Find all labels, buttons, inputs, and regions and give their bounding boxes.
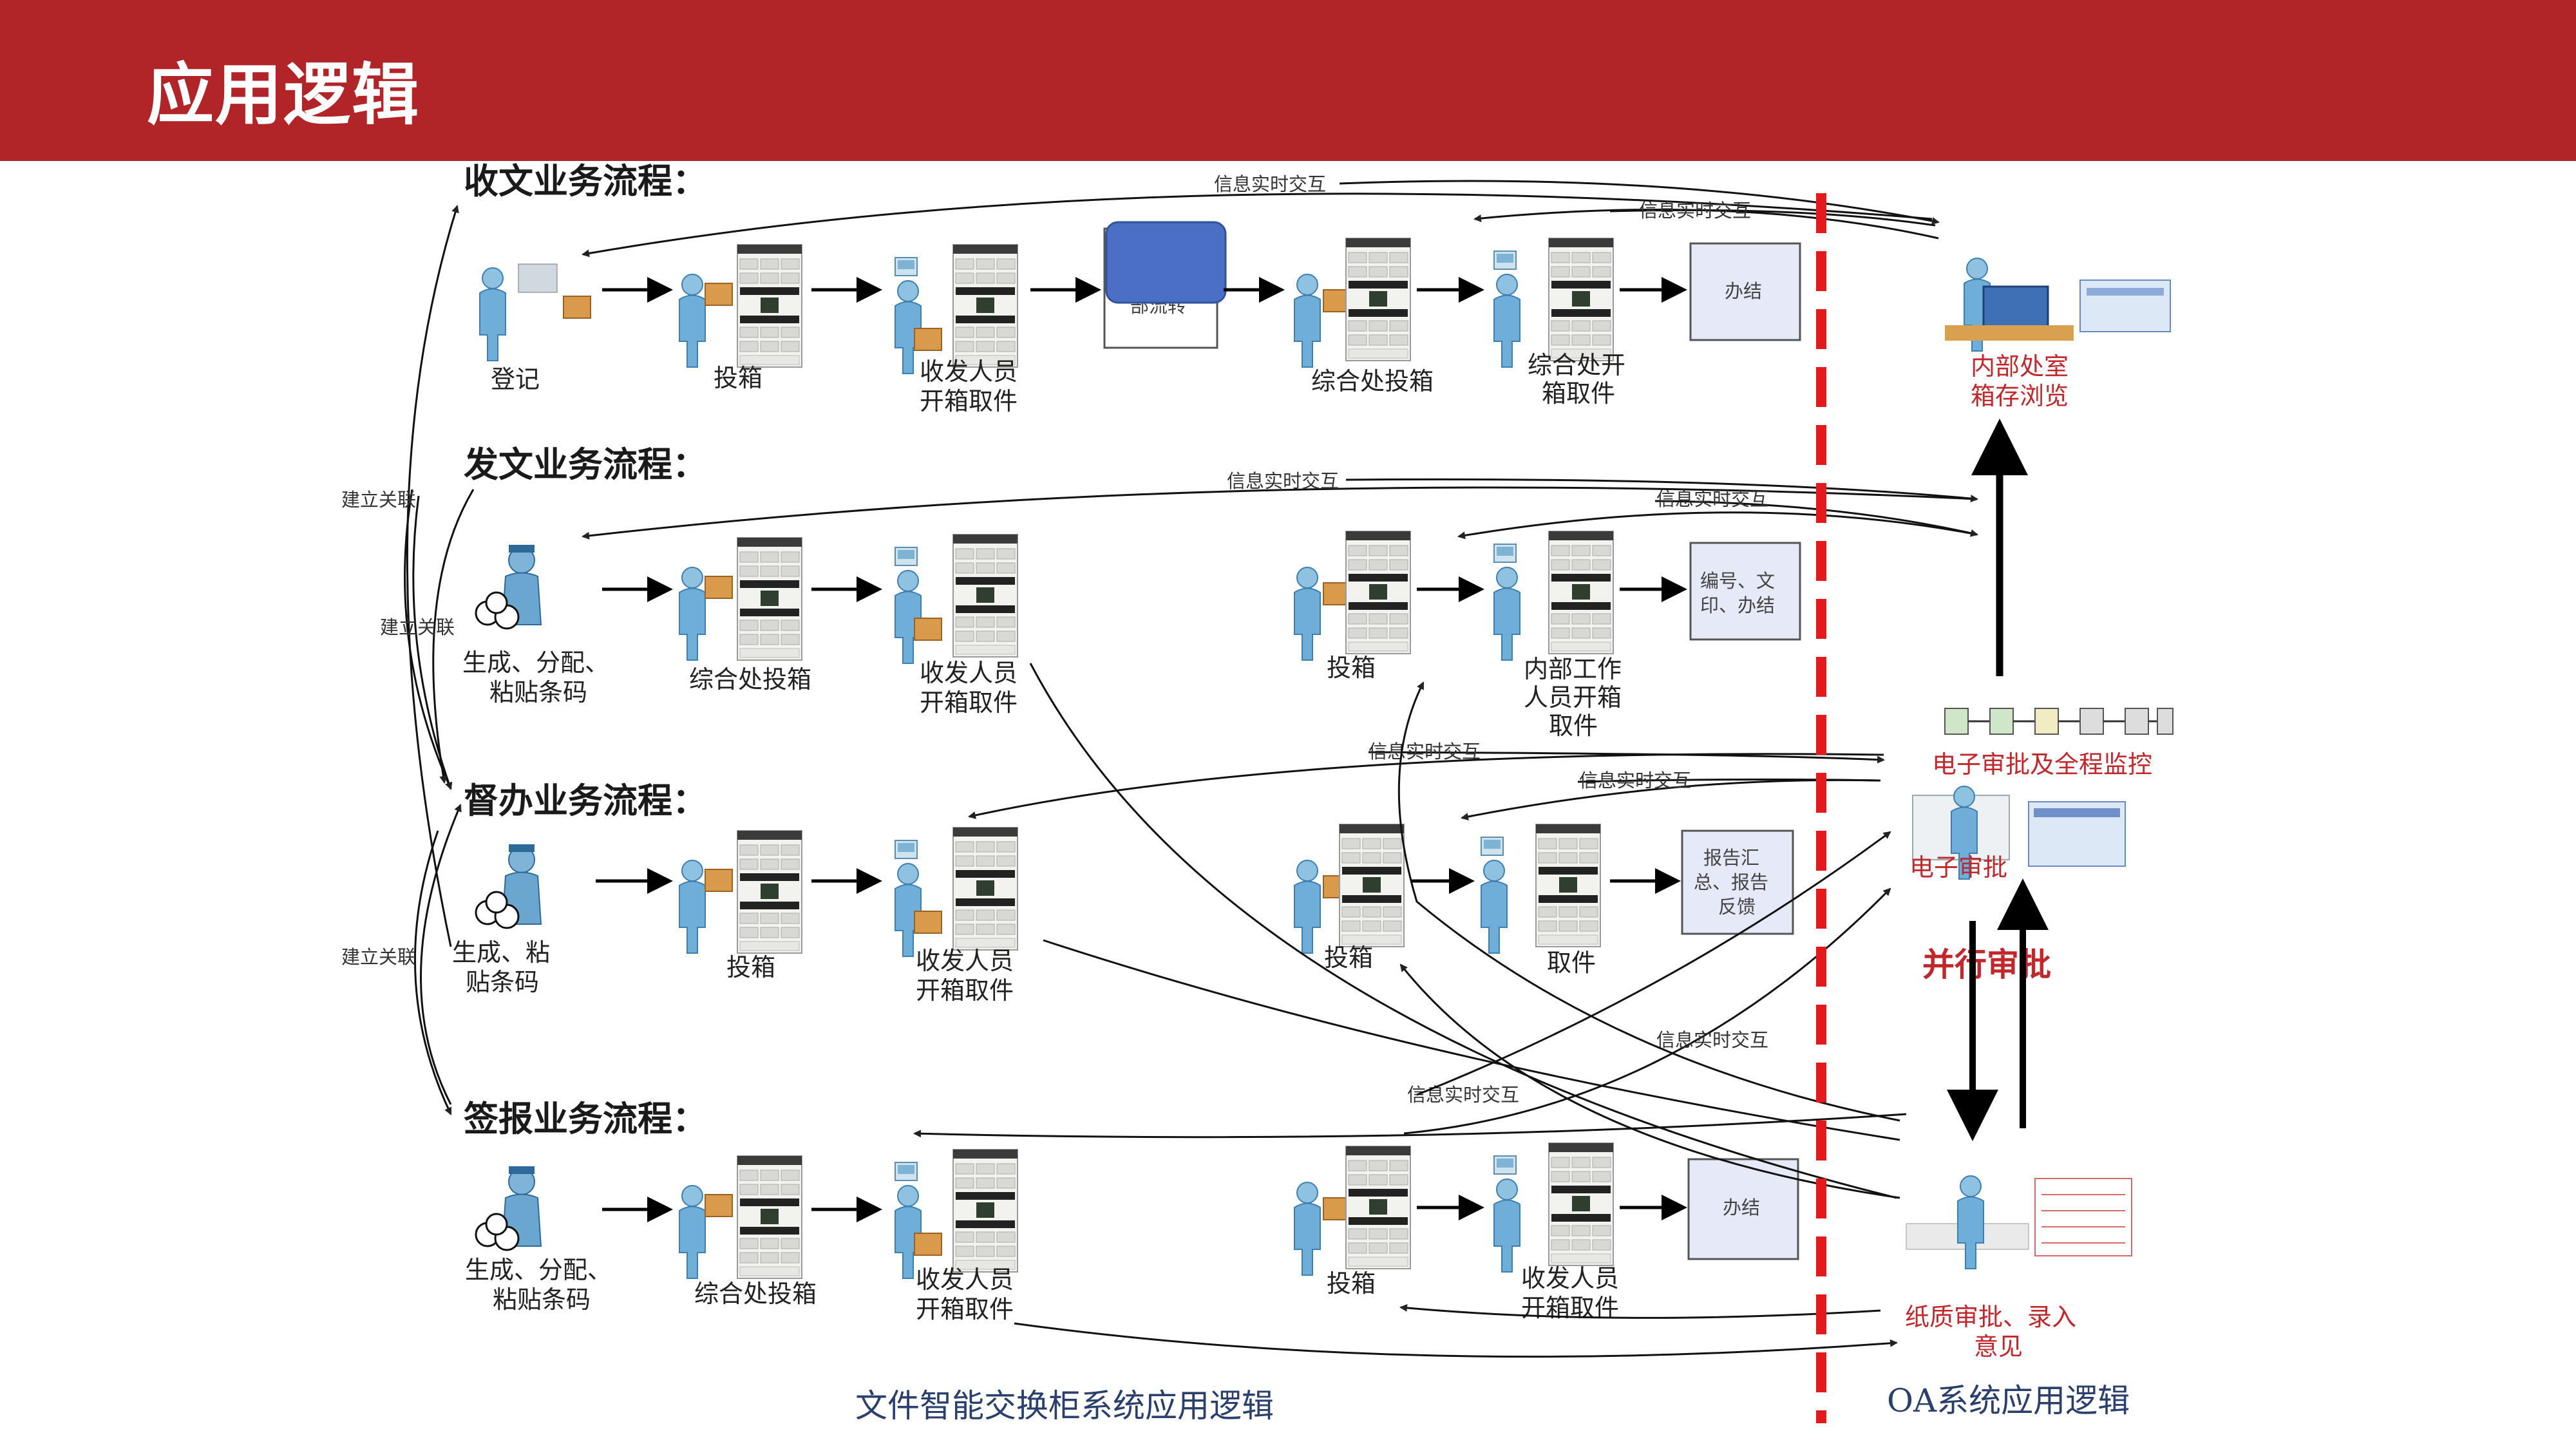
general-drop-station [679, 537, 802, 661]
generate-station [475, 544, 542, 630]
step-label: 收发人员 [920, 357, 1018, 386]
step-label: 粘贴条码 [493, 1285, 591, 1314]
blue-overlay-shape [1105, 221, 1227, 304]
step-label: 投箱 [1324, 943, 1373, 972]
step-label: 投箱 [726, 953, 775, 981]
oa-label: 电子审批及全程监控 [1932, 750, 2152, 779]
info-label: 信息实时交互 [1407, 1084, 1519, 1106]
link-curve [420, 804, 462, 1105]
info-label: 信息实时交互 [1368, 741, 1481, 762]
courier-station [895, 1149, 1018, 1279]
report-box-label: 反馈 [1718, 896, 1756, 918]
footer-left: 文件智能交换柜系统应用逻辑 [855, 1387, 1274, 1425]
step-label: 生成、分配、 [462, 649, 609, 677]
courier-station [895, 827, 1018, 957]
info-label: 信息实时交互 [1227, 470, 1339, 492]
internal-open-station [1493, 531, 1614, 661]
step-label: 收发人员 [916, 947, 1014, 975]
step-label: 生成、分配、 [465, 1256, 612, 1284]
oa-label: 箱存浏览 [1971, 382, 2069, 410]
oa-label: 纸质审批、录入 [1905, 1303, 2076, 1331]
step-label: 综合处开 [1528, 351, 1625, 379]
step-label: 综合处投箱 [1311, 367, 1434, 395]
generate-station [475, 1165, 542, 1251]
number-box-label: 编号、文 [1700, 570, 1775, 592]
generate-station [475, 843, 542, 929]
page-title: 应用逻辑 [147, 55, 421, 134]
step-label: 收发人员 [916, 1265, 1014, 1294]
general-drop-station [1294, 238, 1411, 368]
link-label: 建立关联 [341, 489, 416, 511]
step-label: 投箱 [1327, 654, 1376, 682]
link-curve [432, 489, 475, 784]
step-label: 投箱 [1327, 1269, 1376, 1298]
step-label: 取件 [1547, 949, 1596, 977]
done-label: 办结 [1725, 280, 1762, 302]
dropbox-station [679, 830, 802, 954]
step-label: 开箱取件 [920, 387, 1018, 415]
link-curve [406, 205, 459, 947]
done-box [1689, 242, 1801, 341]
step-label: 内部工作 [1524, 655, 1622, 683]
link-label: 建立关联 [341, 946, 416, 968]
register-station [479, 263, 591, 361]
parallel-approval: 并行审批 [1922, 945, 2051, 983]
pickup-station [1481, 824, 1601, 954]
step-label: 开箱取件 [916, 976, 1014, 1005]
step-label: 贴条码 [466, 968, 539, 996]
dropbox-station [1294, 824, 1405, 954]
step-label: 综合处投箱 [689, 665, 811, 694]
oa-label: 意见 [1974, 1332, 2023, 1361]
info-label: 信息实时交互 [1656, 488, 1768, 510]
report-box-label: 总、报告 [1694, 871, 1768, 893]
approval-flow-icons [1944, 708, 2174, 735]
oa-label: 内部处室 [1971, 352, 2069, 381]
internal-browse-figure [1945, 258, 2171, 352]
link-curve [413, 830, 452, 1115]
info-label: 信息实时交互 [1214, 173, 1326, 195]
step-label: 箱取件 [1542, 379, 1615, 408]
footer-right: OA系统应用逻辑 [1887, 1382, 2130, 1419]
logic-diagram: 收文业务流程： 发文业务流程： 督办业务流程： 签报业务流程： 建立关联 建立关… [341, 161, 2174, 1425]
dropbox-station [1294, 1146, 1411, 1276]
step-label: 取件 [1549, 712, 1598, 740]
dropbox-station [679, 244, 802, 368]
section-title-receive: 收文业务流程： [464, 161, 707, 202]
step-label: 生成、粘 [452, 938, 550, 967]
number-box-label: 印、办结 [1700, 594, 1775, 616]
general-open-station [1493, 238, 1614, 368]
section-title-send: 发文业务流程： [464, 444, 707, 485]
info-label: 信息实时交互 [1639, 200, 1751, 222]
general-drop-station [679, 1155, 802, 1279]
header-bar: 应用逻辑 [0, 0, 2576, 161]
step-label: 综合处投箱 [694, 1280, 817, 1308]
dropbox-station [1294, 531, 1411, 661]
step-label: 人员开箱 [1524, 683, 1622, 712]
step-label: 开箱取件 [916, 1295, 1014, 1323]
paper-approval-figure [1906, 1175, 2132, 1269]
step-label: 开箱取件 [920, 688, 1018, 717]
step-label: 投箱 [714, 364, 762, 392]
courier-station [895, 244, 1018, 374]
oa-label: 电子审批 [1909, 853, 2007, 882]
step-label: 收发人员 [1521, 1264, 1619, 1293]
info-label: 信息实时交互 [1579, 770, 1691, 791]
number-box [1689, 542, 1801, 641]
section-title-sign: 签报业务流程： [464, 1098, 707, 1139]
link-label: 建立关联 [380, 616, 455, 638]
step-label: 粘贴条码 [489, 678, 587, 706]
report-box [1681, 829, 1794, 935]
step-label: 登记 [491, 365, 540, 393]
section-title-supervise: 督办业务流程： [464, 780, 707, 821]
link-curve [404, 489, 452, 790]
report-box-label: 报告汇 [1703, 847, 1759, 869]
e-approval-figure [1912, 786, 2126, 880]
done-label: 办结 [1723, 1197, 1760, 1218]
courier-open-station [1493, 1142, 1614, 1273]
info-label: 信息实时交互 [1656, 1029, 1768, 1051]
courier-station [895, 534, 1018, 664]
step-label: 收发人员 [920, 659, 1018, 687]
link-curve [412, 495, 453, 790]
